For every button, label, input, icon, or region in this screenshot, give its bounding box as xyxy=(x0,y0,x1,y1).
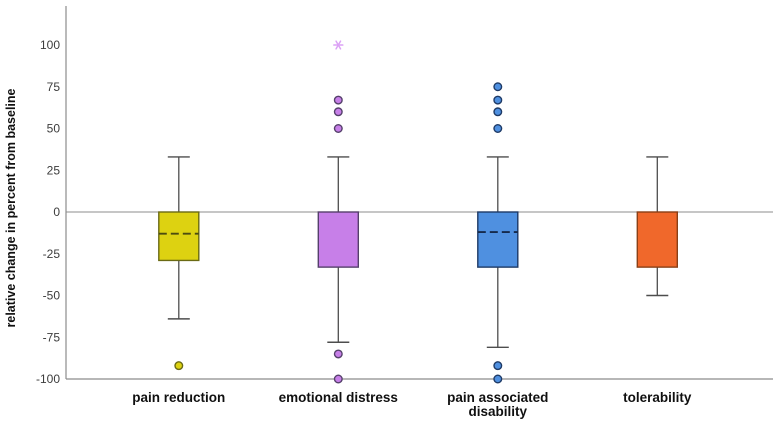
outlier-point xyxy=(493,107,503,117)
x-category-label: disability xyxy=(469,404,528,419)
y-tick-label: 75 xyxy=(47,80,61,94)
box-1 xyxy=(317,211,359,268)
outlier-point xyxy=(493,374,503,384)
outlier-point xyxy=(174,361,184,371)
y-tick-label: 25 xyxy=(47,163,61,177)
y-tick-label: -100 xyxy=(36,372,60,386)
plot-area: 100 75 50 25 0 -25 -50 -75 -100 pain reduction emo… xyxy=(36,6,773,419)
y-tick-label: -50 xyxy=(43,289,61,303)
outlier-point xyxy=(493,361,503,371)
y-tick-label: 50 xyxy=(47,122,61,136)
outlier-point xyxy=(333,349,343,359)
outlier-point xyxy=(493,95,503,105)
x-category-label: tolerability xyxy=(623,390,692,405)
extreme-outlier-star xyxy=(335,40,342,50)
x-category-label: emotional distress xyxy=(279,390,398,405)
outlier-point xyxy=(333,95,343,105)
box-0 xyxy=(158,211,200,262)
outlier-point xyxy=(333,107,343,117)
outlier-point xyxy=(333,374,343,384)
outlier-point xyxy=(333,123,343,133)
outlier-point xyxy=(493,123,503,133)
box-3 xyxy=(636,211,678,268)
y-tick-label: 0 xyxy=(53,205,60,219)
y-axis-title: relative change in percent from baseline xyxy=(4,88,18,327)
y-tick-label: -25 xyxy=(43,247,61,261)
outlier-point xyxy=(493,82,503,92)
box-2 xyxy=(477,211,519,268)
y-tick-label: -75 xyxy=(43,330,61,344)
y-tick-label: 100 xyxy=(40,38,60,52)
x-category-label: pain associated xyxy=(447,390,548,405)
x-category-label: pain reduction xyxy=(132,390,225,405)
